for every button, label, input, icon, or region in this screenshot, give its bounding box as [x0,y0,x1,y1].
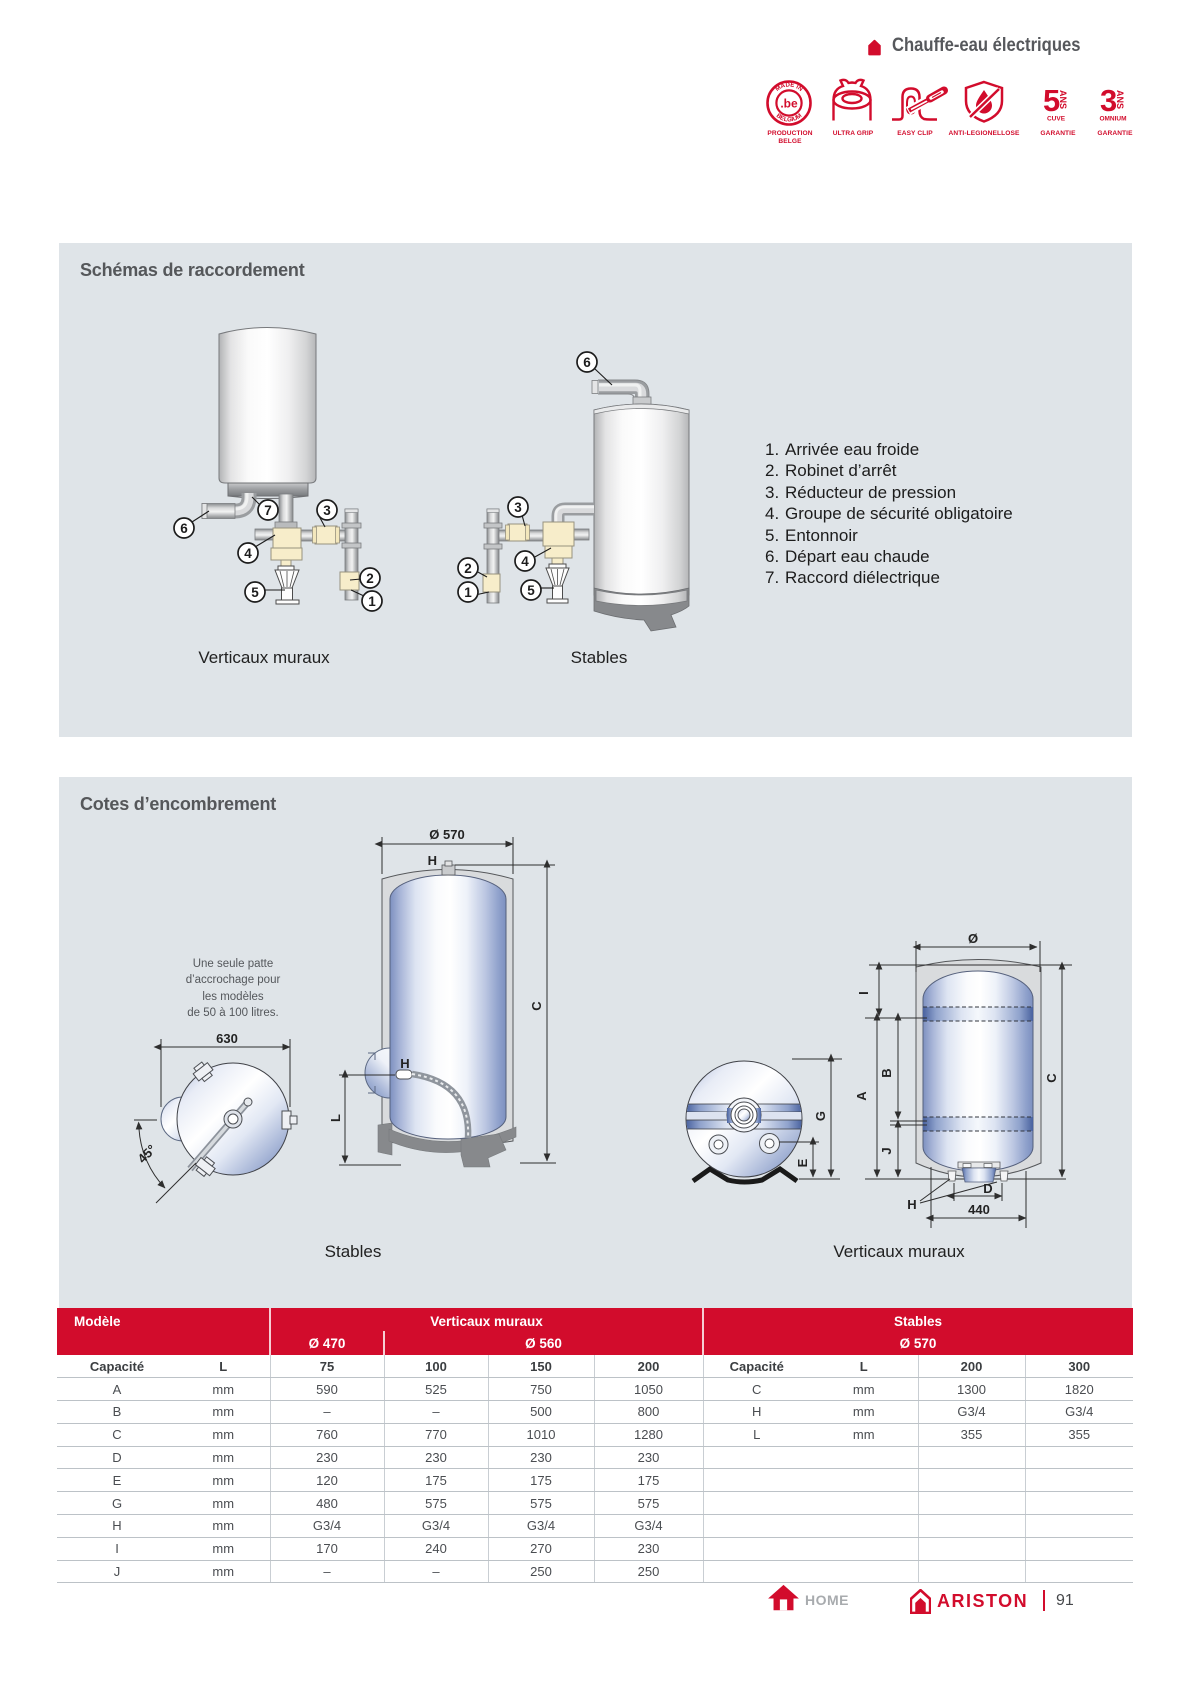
svg-text:ANS: ANS [1115,90,1125,109]
svg-text:440: 440 [968,1202,990,1217]
svg-text:3: 3 [514,500,522,515]
svg-text:BELGIUM: BELGIUM [775,112,803,123]
svg-text:4: 4 [244,546,252,561]
svg-text:3: 3 [323,503,331,518]
svg-text:Ø: Ø [968,931,978,946]
svg-text:.be: .be [780,97,798,111]
svg-text:L: L [328,1114,343,1122]
svg-text:J: J [879,1147,894,1154]
svg-text:CUVE: CUVE [1047,116,1066,123]
svg-text:5: 5 [251,585,259,600]
svg-text:G: G [813,1111,828,1121]
svg-text:1: 1 [464,585,472,600]
svg-text:C: C [529,1001,544,1011]
svg-text:6: 6 [180,521,188,536]
svg-text:2: 2 [366,571,374,586]
svg-text:630: 630 [216,1031,238,1046]
svg-text:A: A [854,1091,869,1101]
svg-text:I: I [856,991,871,995]
svg-text:5: 5 [527,583,535,598]
svg-text:1: 1 [368,594,376,609]
svg-text:45°: 45° [135,1142,160,1167]
svg-text:D: D [983,1181,992,1196]
svg-text:MADE IN: MADE IN [774,81,804,93]
svg-text:ANS: ANS [1058,90,1068,109]
svg-text:H: H [400,1056,409,1071]
svg-text:B: B [879,1068,894,1077]
svg-text:E: E [795,1158,810,1167]
svg-text:6: 6 [583,355,591,370]
svg-text:3: 3 [1100,83,1117,118]
svg-text:7: 7 [264,503,272,518]
svg-text:2: 2 [464,561,472,576]
svg-text:OMNIUM: OMNIUM [1099,116,1126,123]
svg-text:4: 4 [521,554,529,569]
svg-text:H: H [907,1197,916,1212]
svg-text:Ø 570: Ø 570 [429,827,464,842]
svg-text:C: C [1044,1073,1059,1083]
svg-text:H: H [428,853,437,868]
svg-text:5: 5 [1043,83,1060,118]
